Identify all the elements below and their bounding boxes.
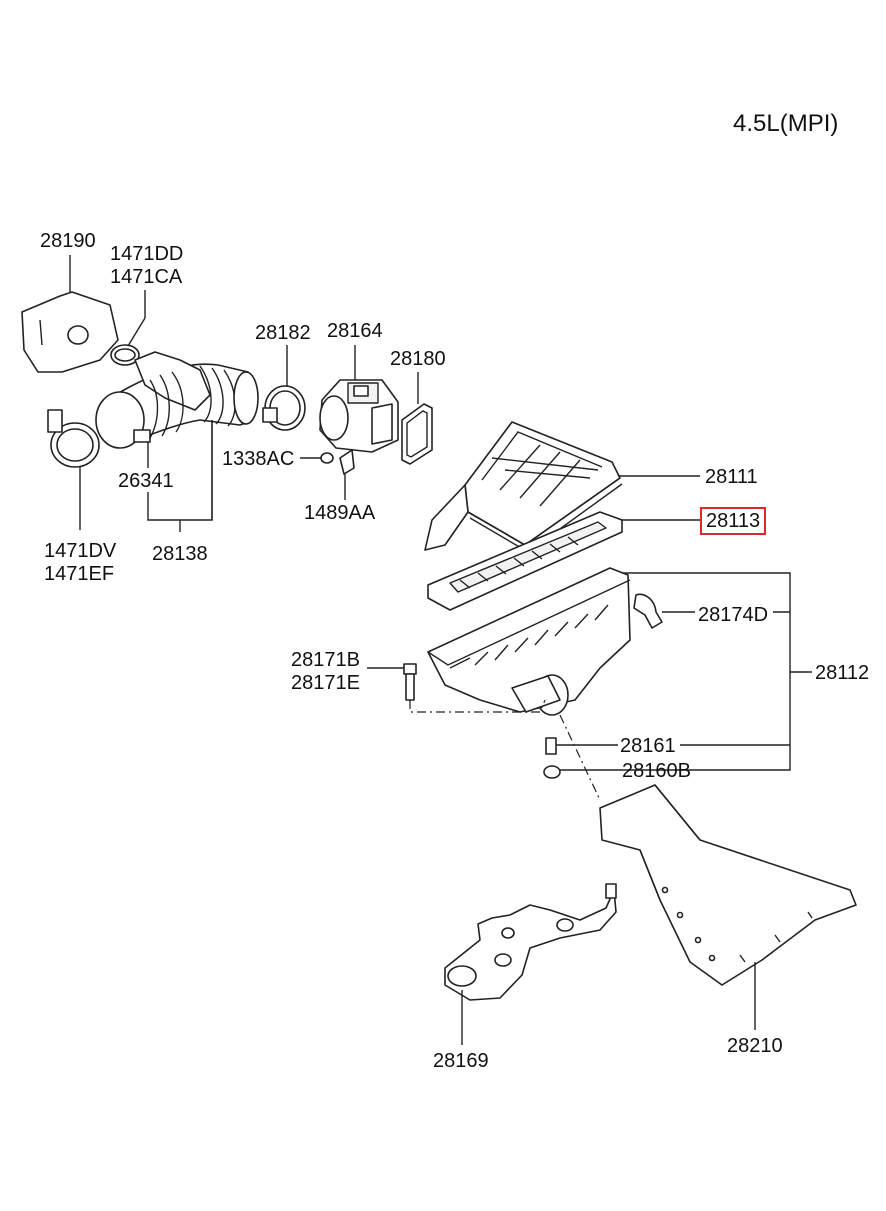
label-1471DV[interactable]: 1471DV: [44, 540, 117, 562]
part-1489AA-clip[interactable]: [339, 449, 355, 475]
label-28190[interactable]: 28190: [40, 230, 96, 252]
label-28171E[interactable]: 28171E: [291, 672, 360, 694]
part-28174D-hose[interactable]: [633, 593, 663, 629]
part-28190-shield[interactable]: [21, 291, 119, 373]
part-28180-gasket[interactable]: [401, 403, 433, 465]
part-28138-intake-hose[interactable]: [95, 351, 259, 449]
label-28164[interactable]: 28164: [327, 320, 383, 342]
label-1471CA[interactable]: 1471CA: [110, 266, 183, 288]
label-28174D[interactable]: 28174D: [698, 604, 769, 626]
label-28180[interactable]: 28180: [390, 348, 446, 370]
label-28161[interactable]: 28161: [620, 735, 676, 757]
label-1471DD[interactable]: 1471DD: [110, 243, 184, 265]
part-28182-clamp[interactable]: [262, 385, 306, 431]
label-28160B[interactable]: 28160B: [622, 760, 691, 782]
part-28171B-bolt[interactable]: [403, 663, 417, 701]
label-28210[interactable]: 28210: [727, 1035, 783, 1057]
part-28111-cleaner-cover[interactable]: [424, 421, 623, 553]
label-26341[interactable]: 26341: [118, 470, 174, 492]
label-28111[interactable]: 28111: [705, 466, 758, 488]
part-28161-spacer[interactable]: [545, 737, 557, 755]
label-1471EF[interactable]: 1471EF: [44, 563, 115, 585]
part-28164-airflow-sensor[interactable]: [319, 379, 399, 453]
part-28112-cleaner-body[interactable]: [427, 567, 631, 716]
part-28210-duct[interactable]: [599, 784, 857, 986]
part-1471DD-clamp[interactable]: [110, 344, 140, 366]
label-28113-highlighted[interactable]: 28113: [700, 507, 767, 535]
part-28169-bracket[interactable]: [444, 883, 617, 1001]
label-28112[interactable]: 28112: [815, 662, 870, 684]
label-28182[interactable]: 28182: [255, 322, 311, 344]
part-28113-filter-element[interactable]: [427, 511, 623, 611]
engine-spec: 4.5L(MPI): [733, 110, 839, 137]
label-1338AC[interactable]: 1338AC: [222, 448, 295, 470]
label-28171B[interactable]: 28171B: [291, 649, 360, 671]
label-28169[interactable]: 28169: [433, 1050, 489, 1072]
label-1489AA[interactable]: 1489AA: [304, 502, 376, 524]
part-1471DV-clamp[interactable]: [47, 409, 100, 468]
part-28160B-grommet[interactable]: [543, 765, 561, 779]
part-26341-clip[interactable]: [133, 429, 151, 443]
label-28138[interactable]: 28138: [152, 543, 208, 565]
part-1338AC-bolt[interactable]: [320, 452, 334, 464]
